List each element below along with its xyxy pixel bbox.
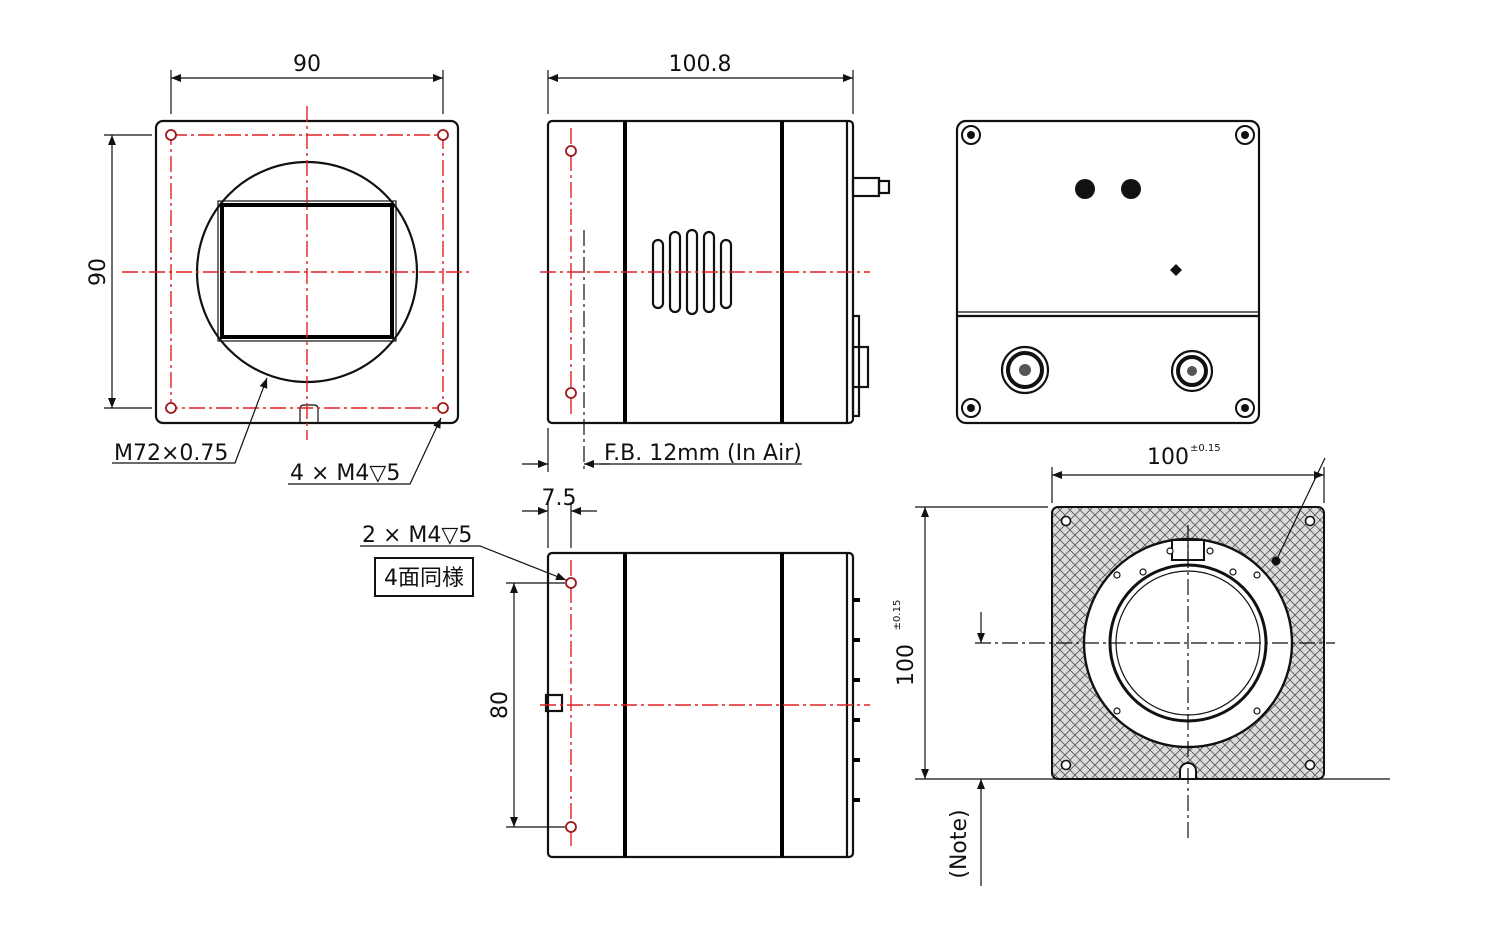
back-connector-left — [1000, 345, 1050, 395]
same-note-box — [374, 557, 474, 597]
mount-width-label: 100 — [1147, 445, 1189, 470]
front-width-label: 90 — [293, 52, 321, 77]
mount-width-tolerance: ±0.15 — [1190, 443, 1221, 454]
mount-thread-label: M72×0.75 — [114, 441, 228, 466]
front-screw-label: 4 × M4▽5 — [290, 461, 400, 486]
side-length-label: 100.8 — [669, 52, 732, 77]
mount-corner-holes — [1060, 515, 1316, 771]
side-view: 100.8 F.B. 12mm (In Air) — [522, 52, 891, 472]
bottom-connector-pins — [853, 598, 860, 802]
offset-label: 7.5 — [542, 486, 577, 511]
back-connector-right — [1170, 349, 1214, 393]
mount-height-label: 100 — [894, 644, 919, 686]
same-note-label: 4面同様 — [384, 566, 464, 591]
front-view: 90 90 M72×0.75 4 × M4▽5 — [86, 52, 470, 486]
bottom-view: 7.5 80 2 × M4▽5 4面同様 — [360, 486, 870, 859]
front-screw-holes — [165, 129, 449, 414]
mount-ring-holes — [1113, 547, 1261, 715]
note-label: (Note) — [947, 809, 972, 878]
bottom-screw-label: 2 × M4▽5 — [362, 523, 472, 548]
back-corner-screws — [961, 125, 1255, 418]
mount-view: 100 ±0.15 100 ±0.15 (Note) — [892, 443, 1390, 886]
flange-back-label: F.B. 12mm (In Air) — [604, 441, 802, 466]
front-height-label: 90 — [86, 258, 111, 286]
bottom-height-label: 80 — [488, 691, 513, 719]
back-view — [955, 119, 1261, 425]
mount-height-tolerance: ±0.15 — [892, 600, 903, 631]
vent-slots — [651, 228, 733, 316]
